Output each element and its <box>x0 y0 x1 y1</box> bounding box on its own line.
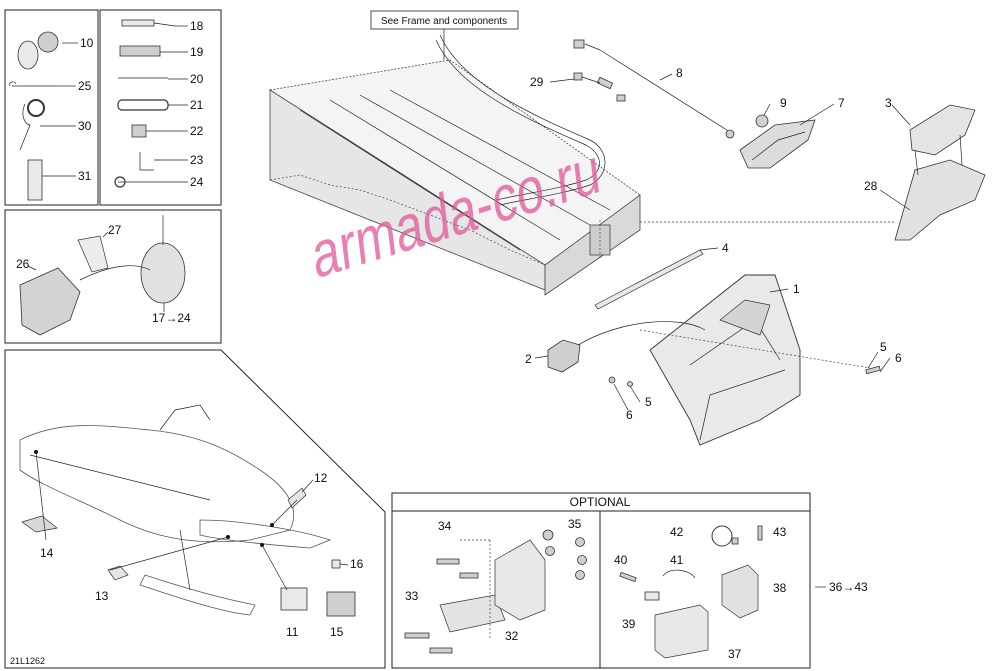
cable-parts <box>573 39 735 139</box>
tools-panel-left <box>4 9 99 206</box>
label-28: 28 <box>864 179 878 193</box>
label-15: 15 <box>330 625 344 639</box>
label-12: 12 <box>314 471 328 485</box>
label-7: 7 <box>838 96 845 110</box>
label-4: 4 <box>722 241 729 255</box>
label-18: 18 <box>190 19 204 33</box>
label-41: 41 <box>670 553 684 567</box>
tools-right <box>114 19 176 188</box>
label-26: 26 <box>16 257 30 271</box>
label-5-right: 5 <box>880 340 887 354</box>
label-5-left: 5 <box>645 395 652 409</box>
optional-left-parts <box>404 529 587 654</box>
label-25: 25 <box>78 79 92 93</box>
taillight-part <box>739 114 816 169</box>
frame-callout: See Frame and components <box>370 10 519 60</box>
label-6-right: 6 <box>895 351 902 365</box>
toolbag-panel <box>4 209 222 344</box>
dotted-leaders <box>599 220 895 260</box>
label-40: 40 <box>614 553 628 567</box>
label-32: 32 <box>505 629 519 643</box>
optional-title: OPTIONAL <box>570 495 631 509</box>
label-30: 30 <box>78 119 92 133</box>
label-31: 31 <box>78 169 92 183</box>
label-1: 1 <box>793 282 800 296</box>
vehicle-panel-parts <box>21 451 356 617</box>
label-37: 37 <box>728 647 742 661</box>
label-24: 24 <box>190 175 204 189</box>
block-part <box>547 321 706 373</box>
label-10: 10 <box>80 36 94 50</box>
panel-frames: OPTIONAL <box>4 9 811 669</box>
toolbag-parts <box>19 215 186 336</box>
label-19: 19 <box>190 45 204 59</box>
tools-panel-right <box>99 9 222 206</box>
label-35: 35 <box>568 517 582 531</box>
optional-panel <box>391 492 811 669</box>
label-27: 27 <box>108 223 122 237</box>
part-labels: 10 25 30 31 18 19 20 21 22 23 24 27 26 1… <box>10 19 902 666</box>
label-13: 13 <box>95 589 109 603</box>
label-leaders <box>27 25 911 588</box>
label-22: 22 <box>190 124 204 138</box>
reflector-strip <box>594 249 704 310</box>
label-38: 38 <box>773 581 787 595</box>
label-33: 33 <box>405 589 419 603</box>
label-17-24: 17→24 <box>152 311 191 325</box>
label-43: 43 <box>773 525 787 539</box>
tools-left <box>9 31 60 201</box>
diagram-id: 21L1262 <box>10 656 45 666</box>
optional-right-parts <box>619 525 763 659</box>
snow-flap-part <box>649 274 801 446</box>
frame-callout-text: See Frame and components <box>381 16 507 27</box>
tunnel-frame-drawing <box>268 34 641 296</box>
label-11: 11 <box>286 625 299 639</box>
label-8: 8 <box>676 66 683 80</box>
label-36-43: 36→43 <box>829 580 868 594</box>
label-39: 39 <box>622 617 636 631</box>
rear-bracket-part <box>894 104 986 241</box>
label-3: 3 <box>885 96 892 110</box>
label-29: 29 <box>530 75 544 89</box>
flap-hardware <box>608 329 881 387</box>
label-16: 16 <box>350 557 364 571</box>
label-21: 21 <box>190 98 204 112</box>
label-20: 20 <box>190 72 204 86</box>
label-23: 23 <box>190 153 204 167</box>
label-42: 42 <box>670 525 684 539</box>
label-2: 2 <box>525 352 532 366</box>
label-14: 14 <box>40 546 54 560</box>
label-34: 34 <box>438 519 452 533</box>
label-6-left: 6 <box>626 408 633 422</box>
vehicle-panel <box>4 349 386 669</box>
label-9: 9 <box>780 96 787 110</box>
